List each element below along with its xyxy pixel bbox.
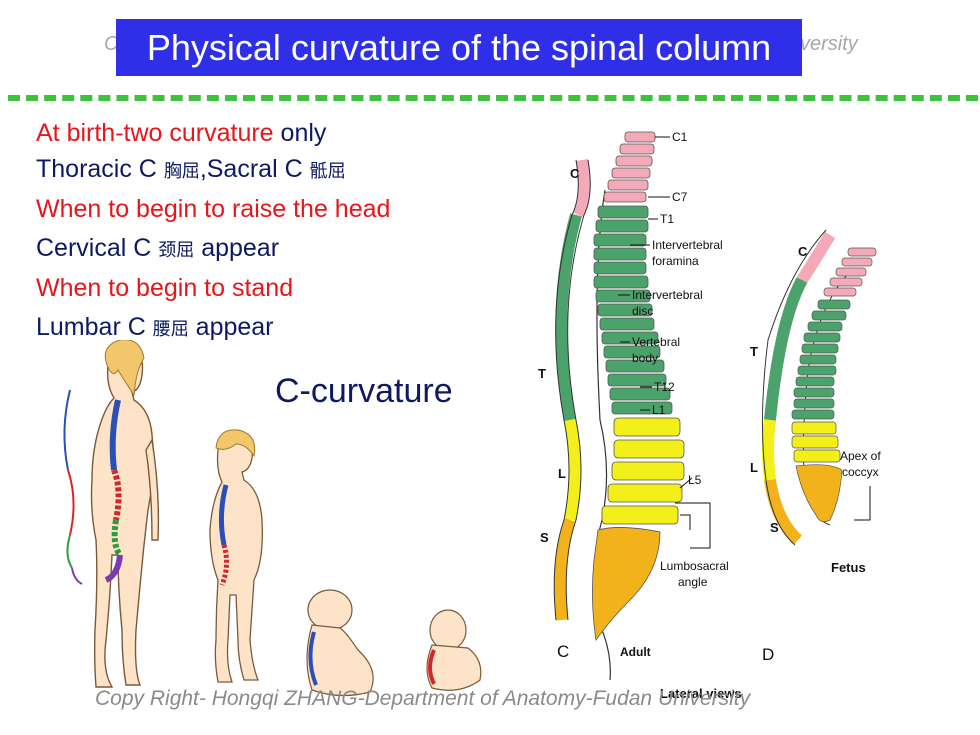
text-line-4: Cervical C 颈屈 appear	[36, 231, 279, 267]
fetus-region-c: C	[798, 244, 808, 259]
spine-diagram: C1 C7 T1 Intervertebral foramina Interve…	[538, 130, 881, 701]
fetus-vertebrae	[791, 247, 877, 522]
fetus-spine	[428, 649, 436, 685]
text-line-2: Thoracic C 胸屈,Sacral C 骶屈	[36, 152, 346, 188]
adult-labels: C1 C7 T1 Intervertebral foramina Interve…	[618, 130, 729, 589]
adult-region-c: C	[570, 166, 580, 181]
label-vb-2: body	[632, 351, 658, 365]
text-line-1-red: At birth-two curvature	[36, 119, 274, 147]
adult-hair	[104, 340, 145, 397]
text-line-6-a: Lumbar C	[36, 313, 153, 341]
text-line-2-cjk2: 骶屈	[309, 161, 346, 181]
text-line-1-navy: only	[273, 119, 327, 147]
fetus-bar-thoracic	[764, 277, 808, 421]
watermark-left: C	[104, 33, 119, 55]
fetus-region-letters: C T L S	[750, 244, 808, 535]
c-curvature-label: C-curvature	[275, 372, 453, 410]
adult-bar-cervical	[572, 158, 591, 218]
text-line-1: At birth-two curvature only	[36, 116, 326, 150]
adult-bar-lumbar	[564, 418, 581, 522]
fetus-bar-lumbar	[762, 419, 776, 481]
header-watermark: C versity	[0, 0, 980, 90]
child-spine-upper	[218, 484, 229, 546]
adult-bar-outline-right	[565, 159, 591, 621]
label-apex-1: Apex of	[840, 449, 881, 463]
fetus-sacrum	[795, 464, 843, 522]
watermark-right: versity	[800, 33, 858, 55]
child-spine-lower	[219, 544, 230, 586]
label-t1: T1	[660, 212, 674, 226]
adult-bar-thoracic	[555, 213, 582, 422]
label-iv-foramina-1: Intervertebral	[652, 238, 723, 252]
adult-spine-sacral	[104, 554, 123, 583]
curve-guide-red	[67, 469, 75, 536]
fetus-region-s: S	[770, 520, 779, 535]
text-line-6-cjk: 腰屈	[152, 319, 189, 339]
label-l5: L5	[688, 473, 702, 487]
adult-vertebrae	[592, 131, 685, 642]
footer-watermark: Copy Right- Hongqi ZHANG-Department of A…	[95, 687, 751, 710]
text-line-5: When to begin to stand	[36, 274, 294, 302]
adult-region-letters: C T L S	[538, 166, 580, 545]
label-ls-2: angle	[678, 575, 708, 589]
adult-caption: Adult	[620, 645, 651, 659]
fetus-caption: Fetus	[831, 560, 866, 575]
fetus-thoracic-vertebrae	[791, 299, 851, 420]
fetus-region-l: L	[750, 460, 758, 475]
adult-lumbar-vertebrae	[601, 417, 685, 525]
infant-spine	[308, 631, 318, 686]
curve-guide-blue	[63, 389, 71, 471]
human-figures-illustration	[63, 340, 482, 697]
label-iv-disc-2: disc	[632, 304, 653, 318]
text-line-6: Lumbar C 腰屈 appear	[36, 310, 274, 346]
label-iv-foramina-2: foramina	[652, 254, 699, 268]
label-c1: C1	[672, 130, 688, 144]
fetus-bar-outline	[761, 229, 827, 546]
adult-sacrum	[592, 527, 661, 642]
slide-title: Physical curvature of the spinal column	[116, 19, 802, 76]
adult-spine-thoracic	[111, 468, 122, 521]
text-line-4-a: Cervical C	[36, 234, 159, 262]
adult-bar-outline-left	[553, 159, 579, 621]
text-line-2-b: ,Sacral C	[199, 155, 310, 183]
adult-cervical-vertebrae	[603, 131, 656, 203]
curve-guide-green	[66, 534, 73, 569]
infant-figure	[306, 589, 374, 697]
fetus-bar-cervical	[796, 231, 836, 284]
label-l1: L1	[652, 403, 666, 417]
adult-thoracic-vertebrae	[593, 205, 673, 415]
label-apex-2: coccyx	[842, 465, 879, 479]
fetus-lumbar-vertebrae	[791, 421, 841, 463]
text-line-2-cjk1: 胸屈	[163, 161, 200, 181]
adult-bar-sacral	[554, 518, 576, 621]
label-c7: C7	[672, 190, 688, 204]
child-figure	[209, 433, 263, 683]
adult-region-s: S	[540, 530, 549, 545]
adult-region-l: L	[558, 466, 566, 481]
label-vb-1: Vertebral	[632, 335, 680, 349]
text-line-4-b: appear	[194, 234, 280, 262]
fetus-figure	[426, 609, 482, 691]
text-line-2-a: Thoracic C	[36, 155, 164, 183]
adult-spine-cervical	[109, 399, 121, 471]
fetus-labels: Apex of coccyx	[840, 449, 881, 521]
panel-label-c: C	[557, 642, 569, 661]
adult-figure	[90, 346, 160, 688]
dashed-divider	[8, 95, 978, 101]
adult-region-t: T	[538, 366, 546, 381]
child-hair	[215, 429, 256, 458]
text-line-3: When to begin to raise the head	[36, 195, 391, 223]
label-iv-disc-1: Intervertebral	[632, 288, 703, 302]
fetus-region-t: T	[750, 344, 758, 359]
text-line-6-b: appear	[188, 313, 274, 341]
curve-guide-purple	[71, 567, 83, 585]
adult-spine-lumbar	[111, 519, 123, 557]
text-line-4-cjk: 颈屈	[158, 240, 195, 260]
fetus-cervical-vertebrae	[823, 247, 877, 297]
label-t12: T12	[654, 380, 675, 394]
fetus-bar-sacral	[764, 479, 803, 545]
label-ls-1: Lumbosacral	[660, 559, 729, 573]
lateral-views-caption: Lateral views	[660, 686, 742, 701]
panel-label-d: D	[762, 645, 774, 664]
